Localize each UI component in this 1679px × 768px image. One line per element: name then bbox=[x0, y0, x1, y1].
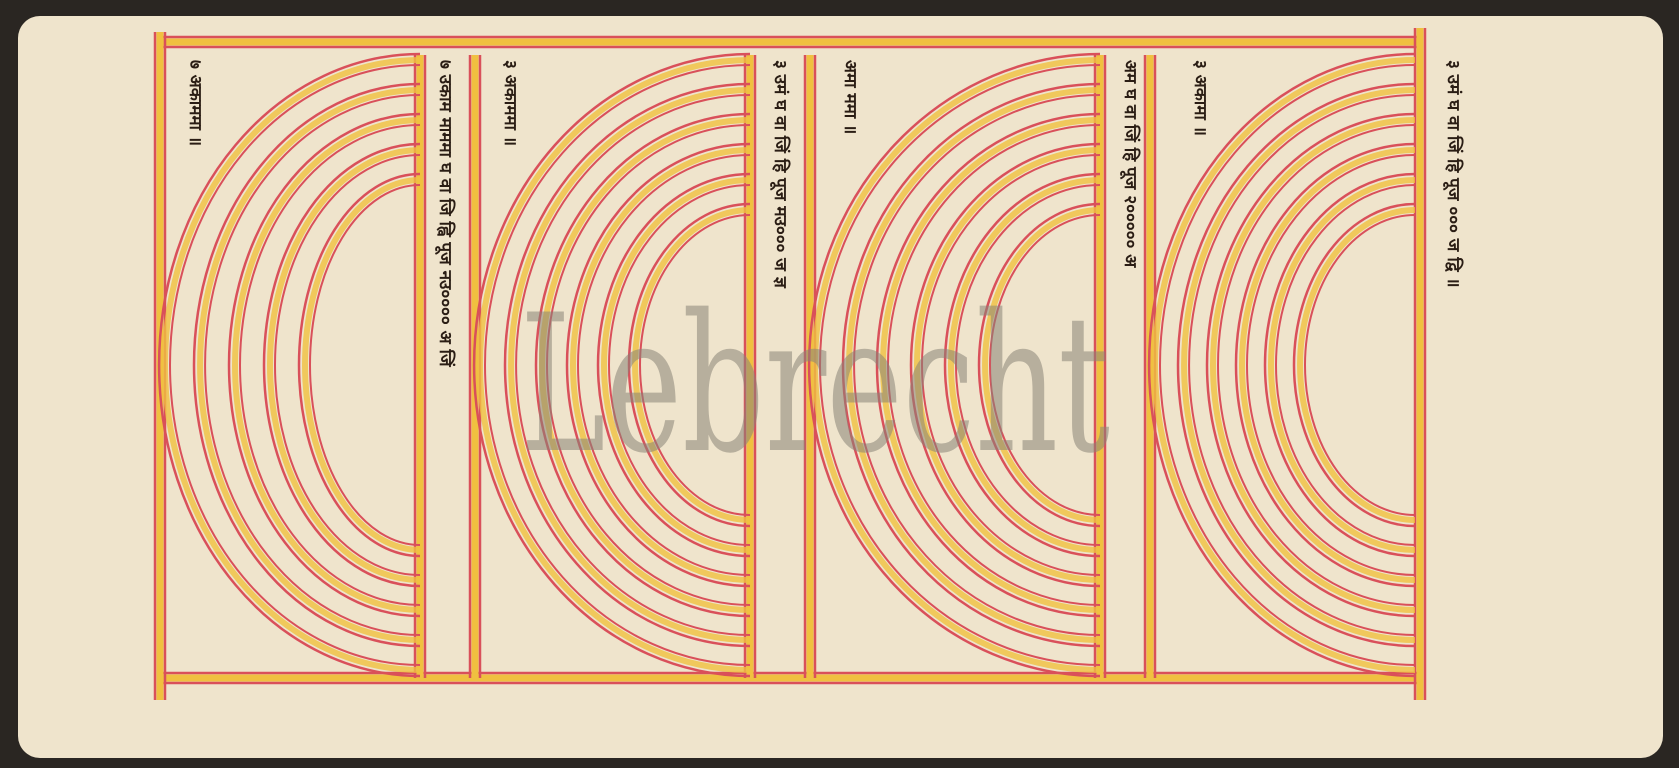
concentric-arcs bbox=[157, 52, 1416, 678]
arc-yellow bbox=[846, 87, 1101, 643]
arc-yellow bbox=[539, 117, 751, 613]
arc-red bbox=[472, 52, 751, 678]
arc-yellow bbox=[232, 117, 421, 613]
arc-red bbox=[989, 214, 1101, 516]
arc-red bbox=[546, 124, 751, 606]
manuscript-column-text: ३ अकाममा ॥ bbox=[500, 60, 520, 146]
arc-red bbox=[1263, 172, 1416, 558]
arc-red bbox=[819, 64, 1101, 666]
arc-yellow bbox=[914, 147, 1101, 583]
arc-red bbox=[1205, 112, 1416, 618]
arc-yellow bbox=[812, 57, 1101, 673]
arc-yellow bbox=[570, 147, 751, 583]
arc-red bbox=[596, 172, 751, 558]
arc-yellow bbox=[267, 147, 421, 583]
arc-yellow bbox=[948, 177, 1101, 553]
arc-red bbox=[515, 94, 751, 636]
arc-yellow bbox=[162, 57, 421, 673]
arc-red bbox=[887, 124, 1101, 606]
arc-red bbox=[1246, 154, 1416, 576]
watermark: Lebrecht bbox=[520, 274, 1110, 495]
arc-red bbox=[1188, 94, 1416, 636]
paper bbox=[18, 16, 1663, 758]
arc-red bbox=[921, 154, 1101, 576]
arc-red bbox=[1176, 82, 1416, 648]
arc-red bbox=[977, 202, 1101, 528]
arc-red bbox=[853, 94, 1101, 636]
arc-yellow bbox=[880, 117, 1101, 613]
manuscript-column-text: ३ उमं घ वा जिं हि पूज मउ००० ज ज्ञ bbox=[769, 60, 791, 289]
arc-red bbox=[565, 142, 751, 588]
arc-red bbox=[608, 184, 751, 546]
arc-yellow bbox=[1239, 147, 1416, 583]
manuscript-column-text: अम घ वा जिं हि पूज २००००० अ bbox=[1119, 60, 1141, 268]
arc-red bbox=[227, 112, 421, 618]
arc-red bbox=[484, 64, 751, 666]
arc-red bbox=[1159, 64, 1416, 666]
arc-red bbox=[157, 52, 421, 678]
arc-yellow bbox=[477, 57, 751, 673]
arc-yellow bbox=[1210, 117, 1416, 613]
arc-yellow bbox=[982, 207, 1101, 523]
arc-red bbox=[239, 124, 421, 606]
arc-red bbox=[192, 82, 421, 648]
arc-yellow bbox=[197, 87, 421, 643]
arc-red bbox=[1275, 184, 1416, 546]
arc-red bbox=[274, 154, 421, 576]
manuscript-column-text: अमा ममा ॥ bbox=[840, 60, 860, 134]
arc-red bbox=[503, 82, 751, 648]
arc-yellow bbox=[1152, 57, 1416, 673]
arc-yellow bbox=[302, 177, 421, 553]
arc-red bbox=[297, 172, 421, 558]
frame-borders bbox=[153, 28, 1427, 700]
manuscript-column-text: ३ उमं घ वा जिं हि पूज ००० ज द्वि ॥ bbox=[1442, 60, 1464, 288]
arc-red bbox=[807, 52, 1101, 678]
arc-red bbox=[841, 82, 1101, 648]
arc-red bbox=[955, 184, 1101, 546]
arc-red bbox=[909, 142, 1101, 588]
manuscript-text: ७ अकाममा ॥ ७ उकाम माममा घ वा जि ह्वि पूज … bbox=[185, 60, 1464, 368]
manuscript-column-text: ७ अकाममा ॥ bbox=[185, 60, 205, 146]
arc-red bbox=[262, 142, 421, 588]
arc-red bbox=[169, 64, 421, 666]
arc-yellow bbox=[632, 207, 751, 523]
arc-red bbox=[1234, 142, 1416, 588]
arc-red bbox=[875, 112, 1101, 618]
arc-yellow bbox=[1297, 207, 1416, 523]
arc-red bbox=[309, 184, 421, 546]
arc-yellow bbox=[1181, 87, 1416, 643]
arc-yellow bbox=[1268, 177, 1416, 553]
arc-red bbox=[1304, 214, 1416, 516]
arc-yellow bbox=[601, 177, 751, 553]
arc-yellow bbox=[508, 87, 751, 643]
arc-red bbox=[204, 94, 421, 636]
arc-red bbox=[627, 202, 751, 528]
arc-red bbox=[943, 172, 1101, 558]
arc-red bbox=[534, 112, 751, 618]
arc-red bbox=[1217, 124, 1416, 606]
manuscript-column-text: ३ अकामा ॥ bbox=[1190, 60, 1210, 136]
arc-red bbox=[577, 154, 751, 576]
arc-red bbox=[639, 214, 751, 516]
arc-red bbox=[1147, 52, 1416, 678]
arc-red bbox=[1292, 202, 1416, 528]
manuscript-column-text: ७ उकाम माममा घ वा जि ह्वि पूज नउ०००० अ ज… bbox=[434, 60, 456, 368]
